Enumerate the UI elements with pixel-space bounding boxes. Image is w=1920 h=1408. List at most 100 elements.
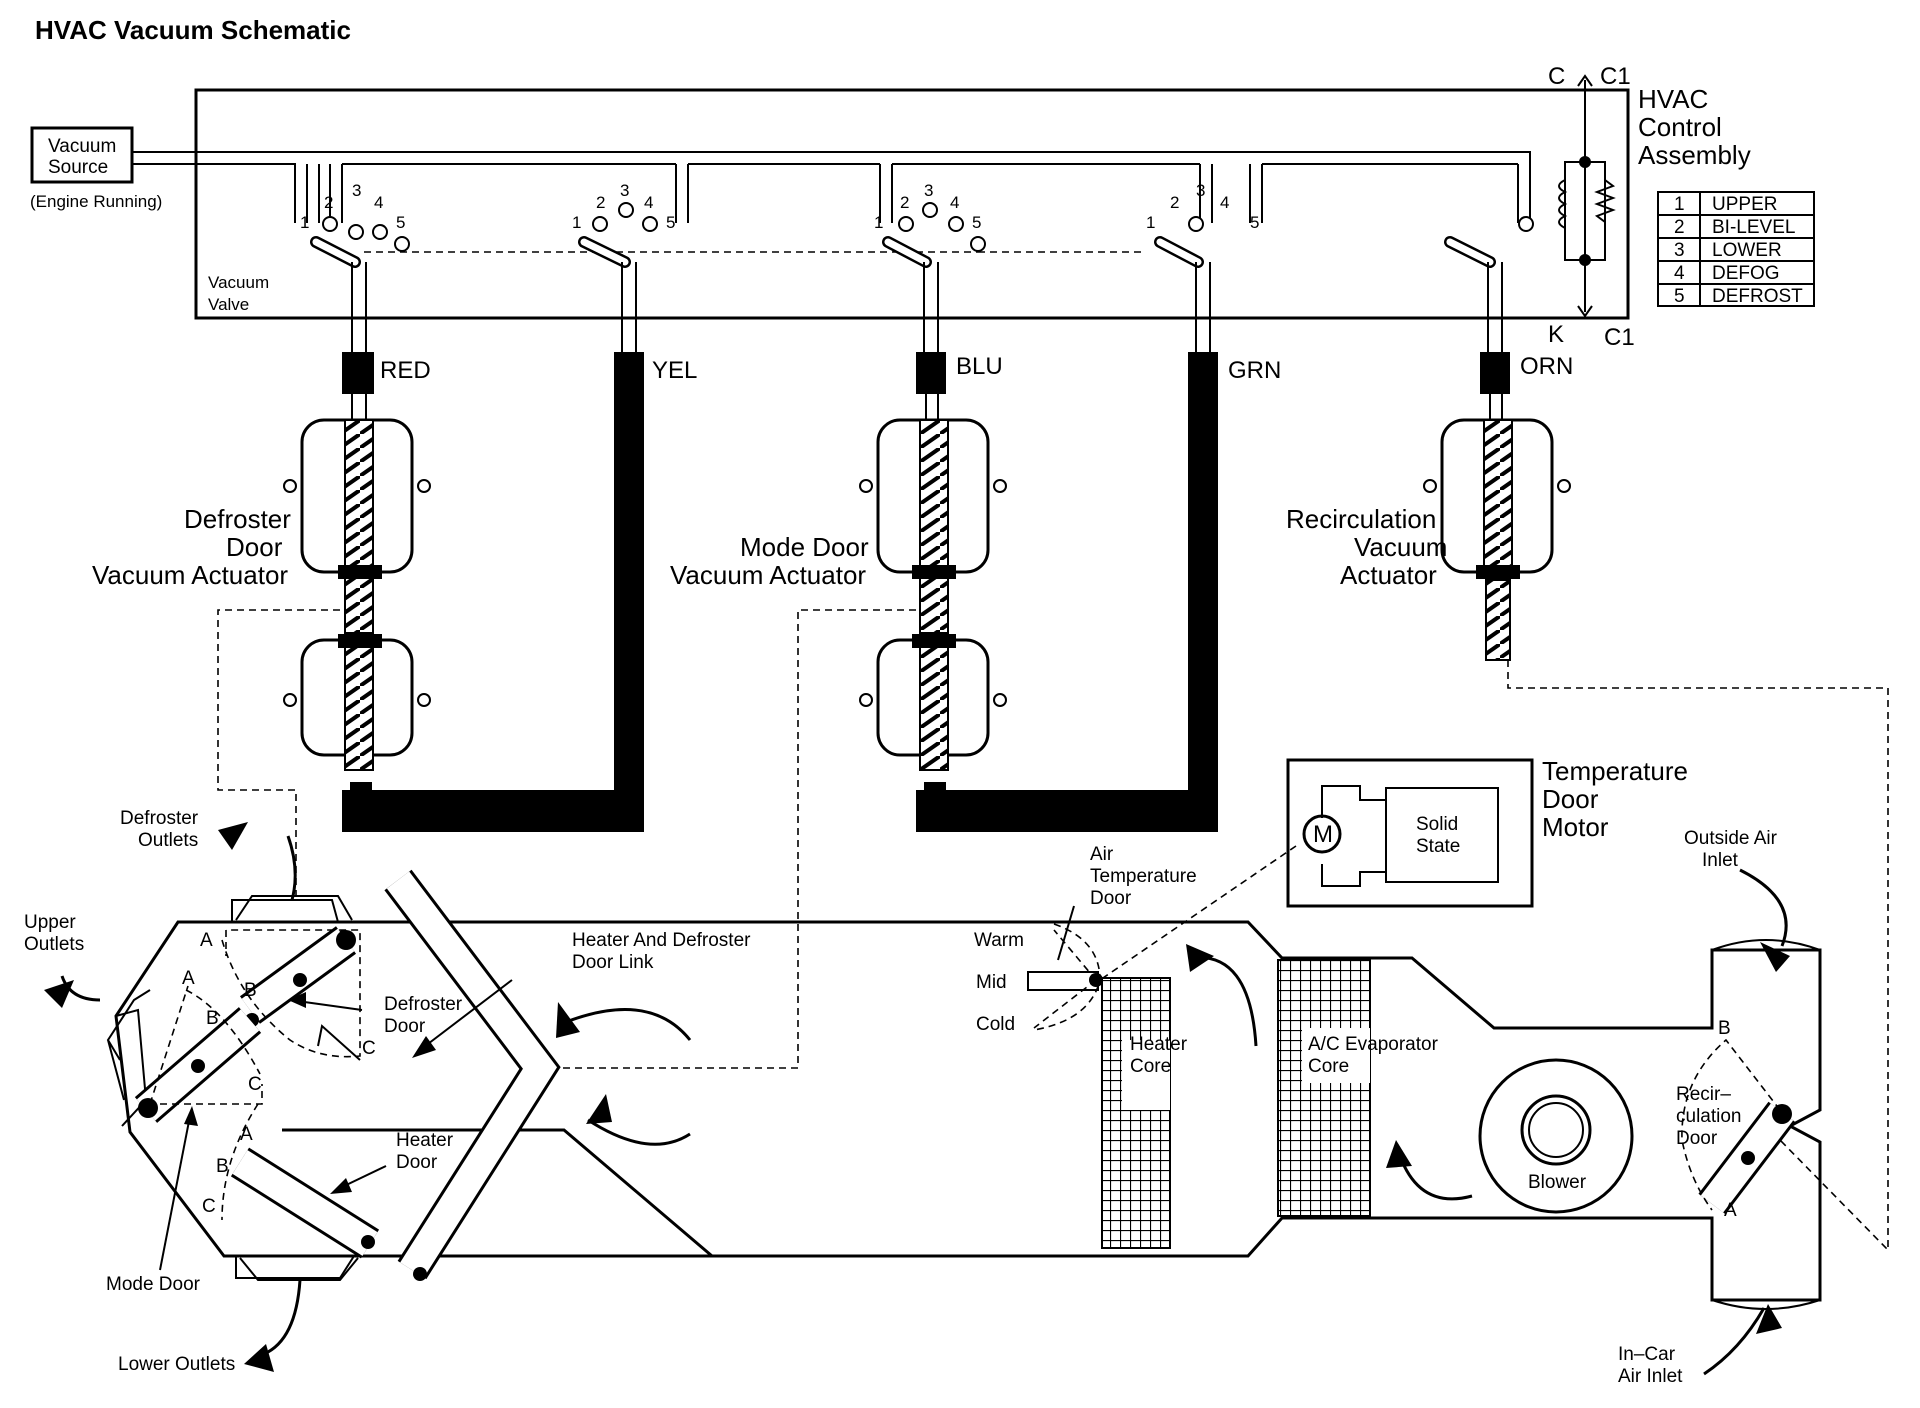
port-number: 3 — [352, 181, 361, 200]
vacuum-source-note: (Engine Running) — [30, 192, 162, 211]
solid-state-label-2: State — [1416, 836, 1460, 857]
port-number: 2 — [596, 193, 605, 212]
pos-b: B — [244, 980, 257, 1001]
defroster-actuator-label-1: Defroster — [184, 504, 291, 534]
defroster-door-label-1: Defroster — [384, 994, 463, 1015]
defroster-link-dashed — [217, 609, 340, 900]
vacuum-source-label-2: Source — [48, 157, 108, 178]
air-temp-door-label-2: Temperature — [1090, 866, 1197, 887]
hose-blu-label: BLU — [956, 353, 1003, 380]
pos-a: A — [182, 968, 195, 989]
vacuum-valve-label-2: Valve — [208, 295, 249, 314]
control-assembly-label-1: HVAC — [1638, 84, 1708, 114]
incar-air-label-1: In–Car — [1618, 1344, 1676, 1365]
hvac-control-assembly: 1 2 3 4 5 1 2 3 4 5 1 2 3 4 5 1 2 3 4 5 — [132, 63, 1751, 355]
port-number: 1 — [1146, 213, 1155, 232]
motor-m: M — [1313, 821, 1333, 848]
mode-table-num: 1 — [1674, 194, 1685, 215]
heater-door-label-2: Door — [396, 1152, 438, 1173]
port-number: 4 — [374, 193, 383, 212]
mode-table-label: DEFROST — [1712, 286, 1803, 307]
port-number: 3 — [620, 181, 629, 200]
cold-label: Cold — [976, 1014, 1015, 1035]
incar-air-label-2: Air Inlet — [1618, 1366, 1683, 1387]
air-temp-door-label-3: Door — [1090, 888, 1132, 909]
port-number: 1 — [572, 213, 581, 232]
hose-grn-label: GRN — [1228, 357, 1281, 384]
evap-core-label-2: Core — [1308, 1056, 1349, 1077]
mode-table-label: LOWER — [1712, 240, 1782, 261]
recirc-door-label-2: culation — [1676, 1106, 1742, 1127]
upper-outlets-label-1: Upper — [24, 912, 76, 933]
link-label-2: Door Link — [572, 952, 654, 973]
heater-door-label-1: Heater — [396, 1130, 454, 1151]
solid-state-label-1: Solid — [1416, 814, 1458, 835]
defroster-door-label-2: Door — [384, 1016, 426, 1037]
air-temp-door-label-1: Air — [1090, 844, 1114, 865]
control-assembly-label-2: Control — [1638, 112, 1722, 142]
recirc-actuator-label-2: Vacuum — [1354, 532, 1447, 562]
mode-table-num: 5 — [1674, 286, 1685, 307]
port-number: 3 — [1196, 181, 1205, 200]
pos-a: A — [1724, 1200, 1737, 1221]
pos-c: C — [202, 1196, 216, 1217]
outside-air-label-2: Inlet — [1702, 850, 1739, 871]
port-number: 1 — [300, 213, 309, 232]
link-label-1: Heater And Defroster — [572, 930, 751, 951]
pos-c: C — [248, 1074, 262, 1095]
hose-orn-label: ORN — [1520, 353, 1573, 380]
recirc-actuator-label-1: Recirculation — [1286, 504, 1436, 534]
pos-b: B — [206, 1008, 219, 1029]
control-assembly-label-3: Assembly — [1638, 140, 1751, 170]
port-number: 3 — [924, 181, 933, 200]
pos-a: A — [200, 930, 213, 951]
defroster-actuator-label-3: Vacuum Actuator — [92, 560, 288, 590]
heater-core-label-2: Core — [1130, 1056, 1171, 1077]
vacuum-valve-label-1: Vacuum — [208, 273, 269, 292]
hvac-case — [44, 822, 1822, 1376]
page-title: HVAC Vacuum Schematic — [35, 15, 351, 45]
mode-table-num: 4 — [1674, 263, 1685, 284]
mode-table: 1 UPPER 2 BI-LEVEL 3 LOWER 4 DEFOG 5 DEF… — [1657, 191, 1815, 307]
port-number: 1 — [874, 213, 883, 232]
connector-c1-top: C1 — [1600, 63, 1631, 90]
mode-actuator-label-2: Vacuum Actuator — [670, 560, 866, 590]
warm-label: Warm — [974, 930, 1024, 951]
defroster-door-vacuum-actuator: Defroster Door Vacuum Actuator — [92, 418, 431, 822]
pos-a: A — [240, 1124, 253, 1145]
defroster-outlets-label-2: Outlets — [138, 830, 198, 851]
recirculation-vacuum-actuator: Recirculation Vacuum Actuator — [1286, 418, 1571, 661]
port-number: 4 — [644, 193, 653, 212]
blower-label: Blower — [1528, 1172, 1587, 1193]
hose-yel-label: YEL — [652, 357, 697, 384]
recirc-link-dashed — [1507, 660, 1889, 1252]
mode-actuator-label-1: Mode Door — [740, 532, 869, 562]
evap-core-label-1: A/C Evaporator — [1308, 1034, 1439, 1055]
mode-door-vacuum-actuator: Mode Door Vacuum Actuator — [670, 418, 1007, 822]
mode-door-label: Mode Door — [106, 1274, 201, 1295]
lower-outlets-label: Lower Outlets — [118, 1354, 235, 1375]
port-number: 4 — [1220, 193, 1229, 212]
hose-red-label: RED — [380, 357, 431, 384]
recirc-door-label-3: Door — [1676, 1128, 1718, 1149]
pos-b: B — [1718, 1018, 1731, 1039]
port-number: 4 — [950, 193, 959, 212]
port-number: 5 — [1250, 213, 1259, 232]
recirc-actuator-label-3: Actuator — [1340, 560, 1437, 590]
mode-table-label: UPPER — [1712, 194, 1777, 215]
mode-table-num: 3 — [1674, 240, 1685, 261]
port-number: 2 — [900, 193, 909, 212]
temp-motor-label-3: Motor — [1542, 812, 1609, 842]
heater-core-label-1: Heater — [1130, 1034, 1188, 1055]
vacuum-hoses: RED YEL BLU GRN ORN — [342, 352, 1573, 832]
outside-air-label-1: Outside Air — [1684, 828, 1778, 849]
recirc-door-label-1: Recir– — [1676, 1084, 1731, 1105]
connector-c: C — [1548, 63, 1565, 90]
mode-table-num: 2 — [1674, 217, 1685, 238]
mode-table-label: BI-LEVEL — [1712, 217, 1795, 238]
connector-k: K — [1548, 321, 1564, 348]
vacuum-source: Vacuum Source (Engine Running) — [30, 126, 162, 211]
upper-outlets-label-2: Outlets — [24, 934, 84, 955]
defroster-outlets-label-1: Defroster — [120, 808, 199, 829]
